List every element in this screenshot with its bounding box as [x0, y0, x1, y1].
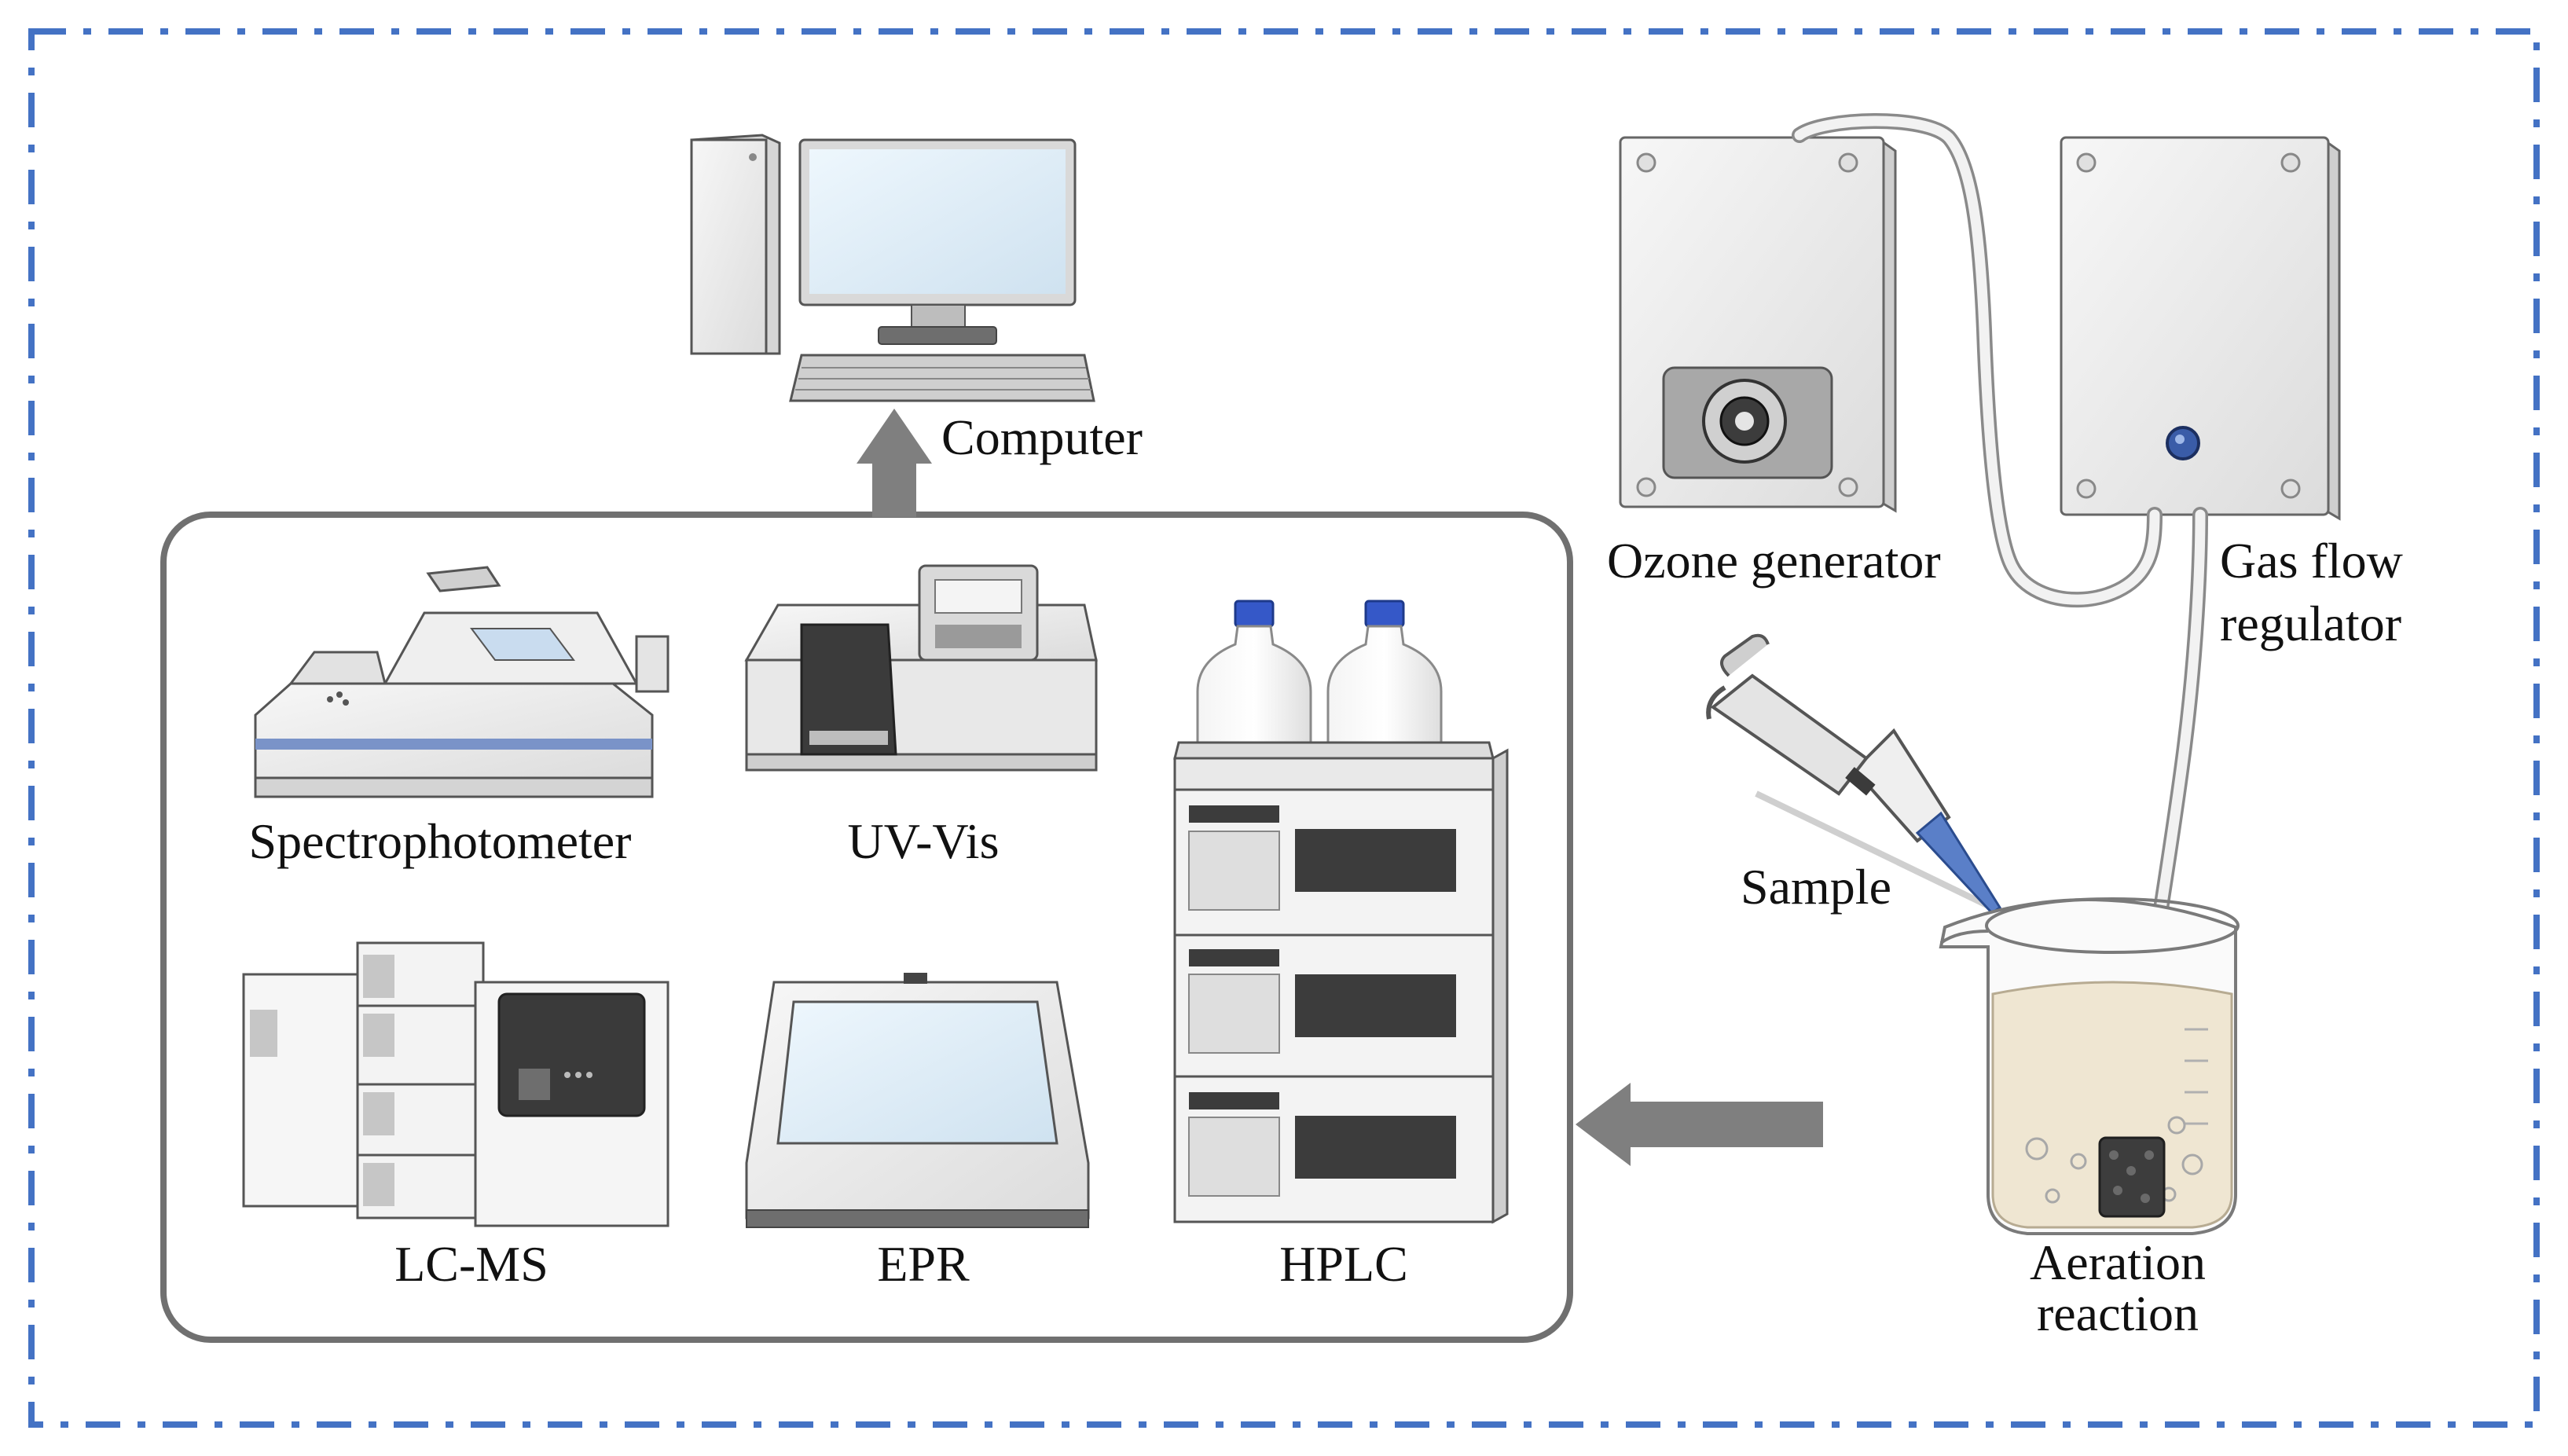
- label-spectrophotometer: Spectrophotometer: [249, 813, 632, 869]
- uv-vis-icon: [744, 564, 1098, 772]
- beaker-icon: [1939, 897, 2240, 1235]
- computer-icon: [690, 134, 1095, 402]
- arrow-up-to-computer: [857, 409, 932, 517]
- label-sample: Sample: [1741, 859, 1891, 915]
- epr-icon: [745, 973, 1090, 1228]
- label-epr: EPR: [877, 1236, 970, 1292]
- label-computer: Computer: [941, 409, 1143, 465]
- label-hplc: HPLC: [1279, 1236, 1408, 1292]
- ozone-generator-icon: [1619, 136, 1897, 513]
- hplc-icon: [1173, 600, 1509, 1224]
- label-gas-flow-line1: Gas flow: [2220, 533, 2403, 589]
- label-lc-ms: LC-MS: [394, 1236, 548, 1292]
- arrow-left-to-panel: [1576, 1083, 1823, 1166]
- outer-border: [28, 28, 2540, 1428]
- pipette-icon: [1706, 633, 2002, 915]
- gas-flow-regulator-icon: [2060, 136, 2341, 521]
- spectrophotometer-icon: [254, 566, 670, 798]
- label-aeration-line1: Aeration: [2030, 1234, 2206, 1290]
- label-aeration-line2: reaction: [2037, 1285, 2199, 1341]
- lc-ms-icon: [242, 941, 670, 1227]
- label-uv-vis: UV-Vis: [848, 813, 1000, 869]
- label-ozone-generator: Ozone generator: [1607, 533, 1941, 589]
- label-gas-flow-line2: regulator: [2220, 596, 2401, 651]
